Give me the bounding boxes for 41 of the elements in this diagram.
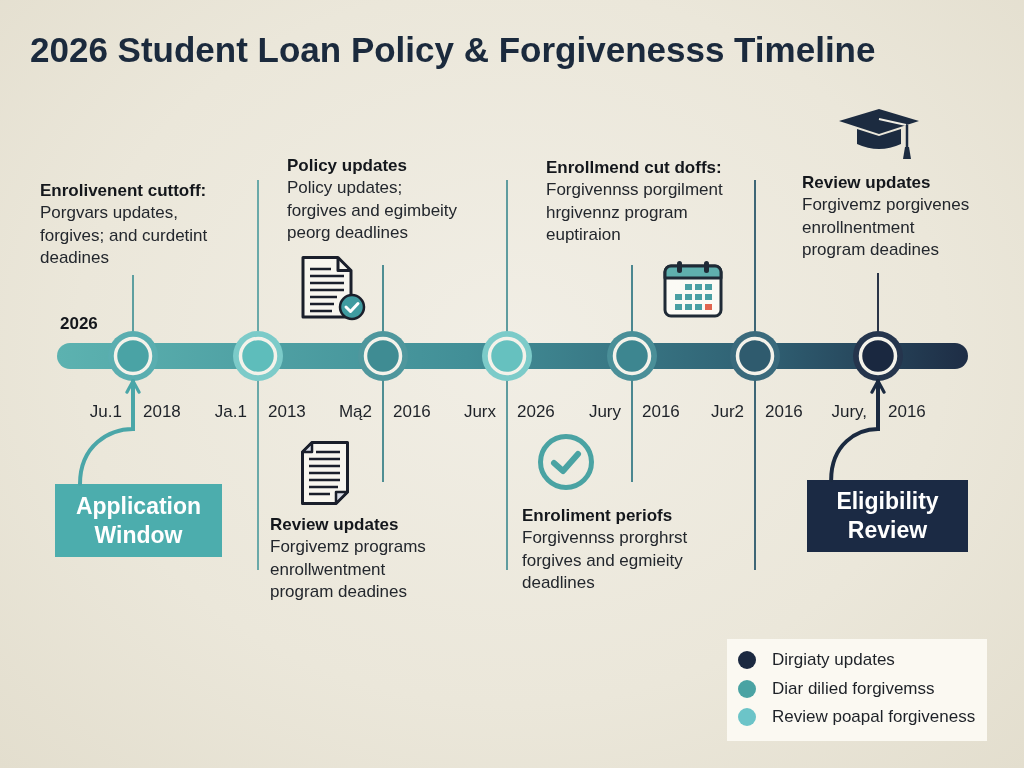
date-label: Mą2 <box>338 402 372 422</box>
event-heading: Enroliment periofs <box>522 505 674 527</box>
date-label: Jurx <box>463 402 496 422</box>
event-heading: Enrolivenent cuttoff: <box>40 180 208 202</box>
title: 2026 Student Loan Policy & Forgivenesss Timeline <box>30 29 876 71</box>
date-label: 2018 <box>143 402 181 422</box>
event-box: Eligibility Review <box>807 480 968 552</box>
event-description: Forgivennss porgilment hrgivennz program euptiraion <box>546 179 724 246</box>
date-label: Ja.1 <box>214 402 247 422</box>
timeline-marker <box>852 330 904 382</box>
date-label: 2016 <box>393 402 431 422</box>
arrow <box>829 379 886 482</box>
legend-text: Review poapal forgiveness <box>772 707 976 727</box>
timeline-marker <box>606 330 658 382</box>
event-heading: Enrollmend cut doffs: <box>546 157 723 179</box>
timeline-marker <box>357 330 409 382</box>
legend-text: Diar dilied forgivemss <box>772 678 935 699</box>
event-description: Policy updates; forgives and egimbeity peorg deadlines <box>287 177 459 244</box>
event-heading: Review updates <box>270 514 400 536</box>
event-description: Forgivennss prorghrst forgives and egmieity deadlines <box>522 527 689 594</box>
year-label: 2026 <box>60 314 98 334</box>
date-label: 2026 <box>517 402 555 422</box>
legend-text: Dirgiaty updates <box>772 650 895 670</box>
date-label: 2016 <box>888 402 926 422</box>
event-description: Forgivemz programs enrollwentment program deadines <box>270 536 427 603</box>
event-description: Porgvars updates, forgives; and curdetint deadines <box>40 202 209 269</box>
arrow <box>78 379 141 486</box>
date-label: 2016 <box>765 402 803 422</box>
event-heading: Review updates <box>802 172 932 194</box>
event-description: Forgivemz porgivenes enrollnentment program deadines <box>802 194 971 261</box>
event-box: Application Window <box>55 484 222 557</box>
date-label: Jury <box>588 402 621 422</box>
date-label: Ju.1 <box>89 402 122 422</box>
timeline-marker <box>232 330 284 382</box>
timeline-marker <box>481 330 533 382</box>
date-label: Jur2 <box>710 402 744 422</box>
event-heading: Policy updates <box>287 155 408 177</box>
date-label: Jury, <box>831 402 867 422</box>
timeline-marker <box>729 330 781 382</box>
date-label: 2016 <box>642 402 680 422</box>
date-label: 2013 <box>268 402 306 422</box>
